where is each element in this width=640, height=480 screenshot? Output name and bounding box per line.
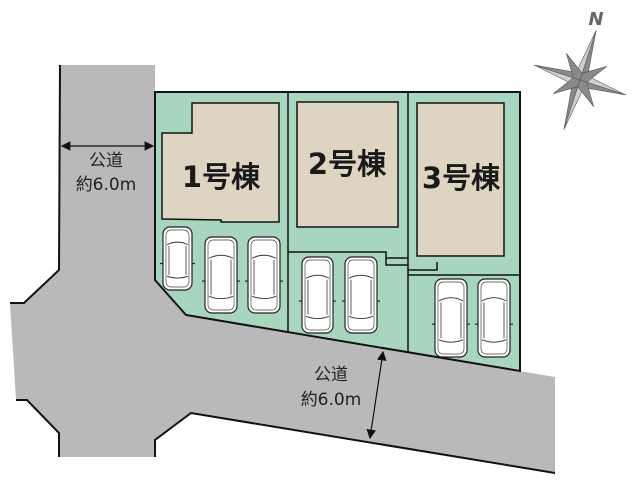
road-label-west: 公道 約6.0m: [60, 141, 155, 195]
building-2: 2号棟: [296, 101, 399, 228]
road-edges: [10, 64, 556, 474]
compass-north-label: N: [588, 9, 603, 30]
road-width: 約6.0m: [76, 175, 137, 195]
building-2-label: 2号棟: [308, 147, 387, 181]
building-3: 3号棟: [416, 102, 505, 257]
car-icon: [160, 226, 195, 291]
lot-dividers: [287, 92, 520, 352]
car-icon: [202, 236, 240, 314]
car-icon: [475, 278, 513, 358]
public-road: [10, 65, 555, 473]
road-width: 約6.0m: [301, 390, 362, 410]
building-3-label: 3号棟: [422, 161, 501, 195]
building-1-label: 1号棟: [182, 160, 261, 194]
car-icon: [342, 256, 380, 334]
road-label-south: 公道 約6.0m: [301, 350, 387, 440]
compass-rose-icon: [534, 30, 626, 130]
car-icon: [432, 278, 470, 358]
building-1: 1号棟: [161, 102, 280, 223]
road-name: 公道: [89, 151, 123, 171]
parking-cars: [160, 226, 513, 358]
car-icon: [245, 236, 283, 314]
road-name: 公道: [314, 365, 348, 385]
car-icon: [299, 256, 336, 334]
